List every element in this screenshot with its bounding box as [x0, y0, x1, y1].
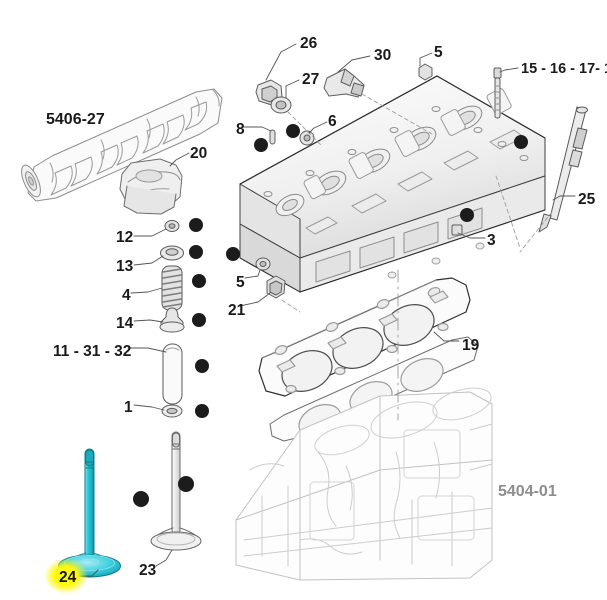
callout-30: 30 — [374, 47, 392, 64]
callout-11-31-32: 11 - 31 - 32 — [53, 343, 132, 360]
cylinder-head-drawing — [239, 75, 546, 293]
engine-block-group-label: 5404-01 — [498, 483, 557, 500]
bullet-dot — [195, 359, 209, 373]
bullet-dot — [460, 208, 474, 222]
callout-8: 8 — [236, 121, 245, 138]
bullet-dot — [192, 274, 206, 288]
leader-lines — [77, 43, 576, 577]
callout-15-16-17: 15 - 16 - 17- 1 — [521, 61, 607, 77]
callout-14: 14 — [116, 315, 134, 332]
callout-4: 4 — [122, 287, 131, 304]
bullet-dot — [133, 491, 149, 507]
callout-12: 12 — [116, 229, 134, 246]
head-fittings — [255, 63, 502, 299]
callout-25: 25 — [578, 191, 596, 208]
valve-23-drawing — [150, 431, 202, 551]
callout-13: 13 — [116, 258, 134, 275]
camshaft-drawing — [21, 88, 223, 202]
callout-21: 21 — [228, 302, 246, 319]
bullet-dot — [192, 313, 206, 327]
glow-plug-drawing — [538, 106, 588, 233]
bullet-dot — [254, 138, 268, 152]
engine-block-drawing — [235, 387, 493, 581]
callout-3: 3 — [487, 232, 496, 249]
callout-5-top: 5 — [434, 44, 443, 61]
rocker-arm-drawing — [119, 158, 183, 215]
bullet-dot — [286, 124, 300, 138]
highlight-marker-24 — [44, 558, 88, 594]
valve-train-small-parts — [159, 220, 185, 418]
callout-26: 26 — [300, 35, 318, 52]
bullet-dot — [189, 218, 203, 232]
bullet-dot — [178, 476, 194, 492]
callout-1: 1 — [124, 399, 133, 416]
bullet-dot — [514, 135, 528, 149]
bullet-dot — [189, 245, 203, 259]
camshaft-group-label: 5406-27 — [46, 111, 105, 128]
assembly-guides — [281, 93, 553, 313]
callout-23: 23 — [139, 562, 157, 579]
callout-19: 19 — [462, 337, 480, 354]
bullet-dot — [226, 247, 240, 261]
callout-6: 6 — [328, 113, 337, 130]
head-gasket-drawing — [258, 277, 479, 442]
callout-27: 27 — [302, 71, 320, 88]
bullet-dot — [195, 404, 209, 418]
callout-20: 20 — [190, 145, 208, 162]
callout-5-mid: 5 — [236, 274, 245, 291]
callout-24[interactable]: 24 — [59, 569, 77, 586]
